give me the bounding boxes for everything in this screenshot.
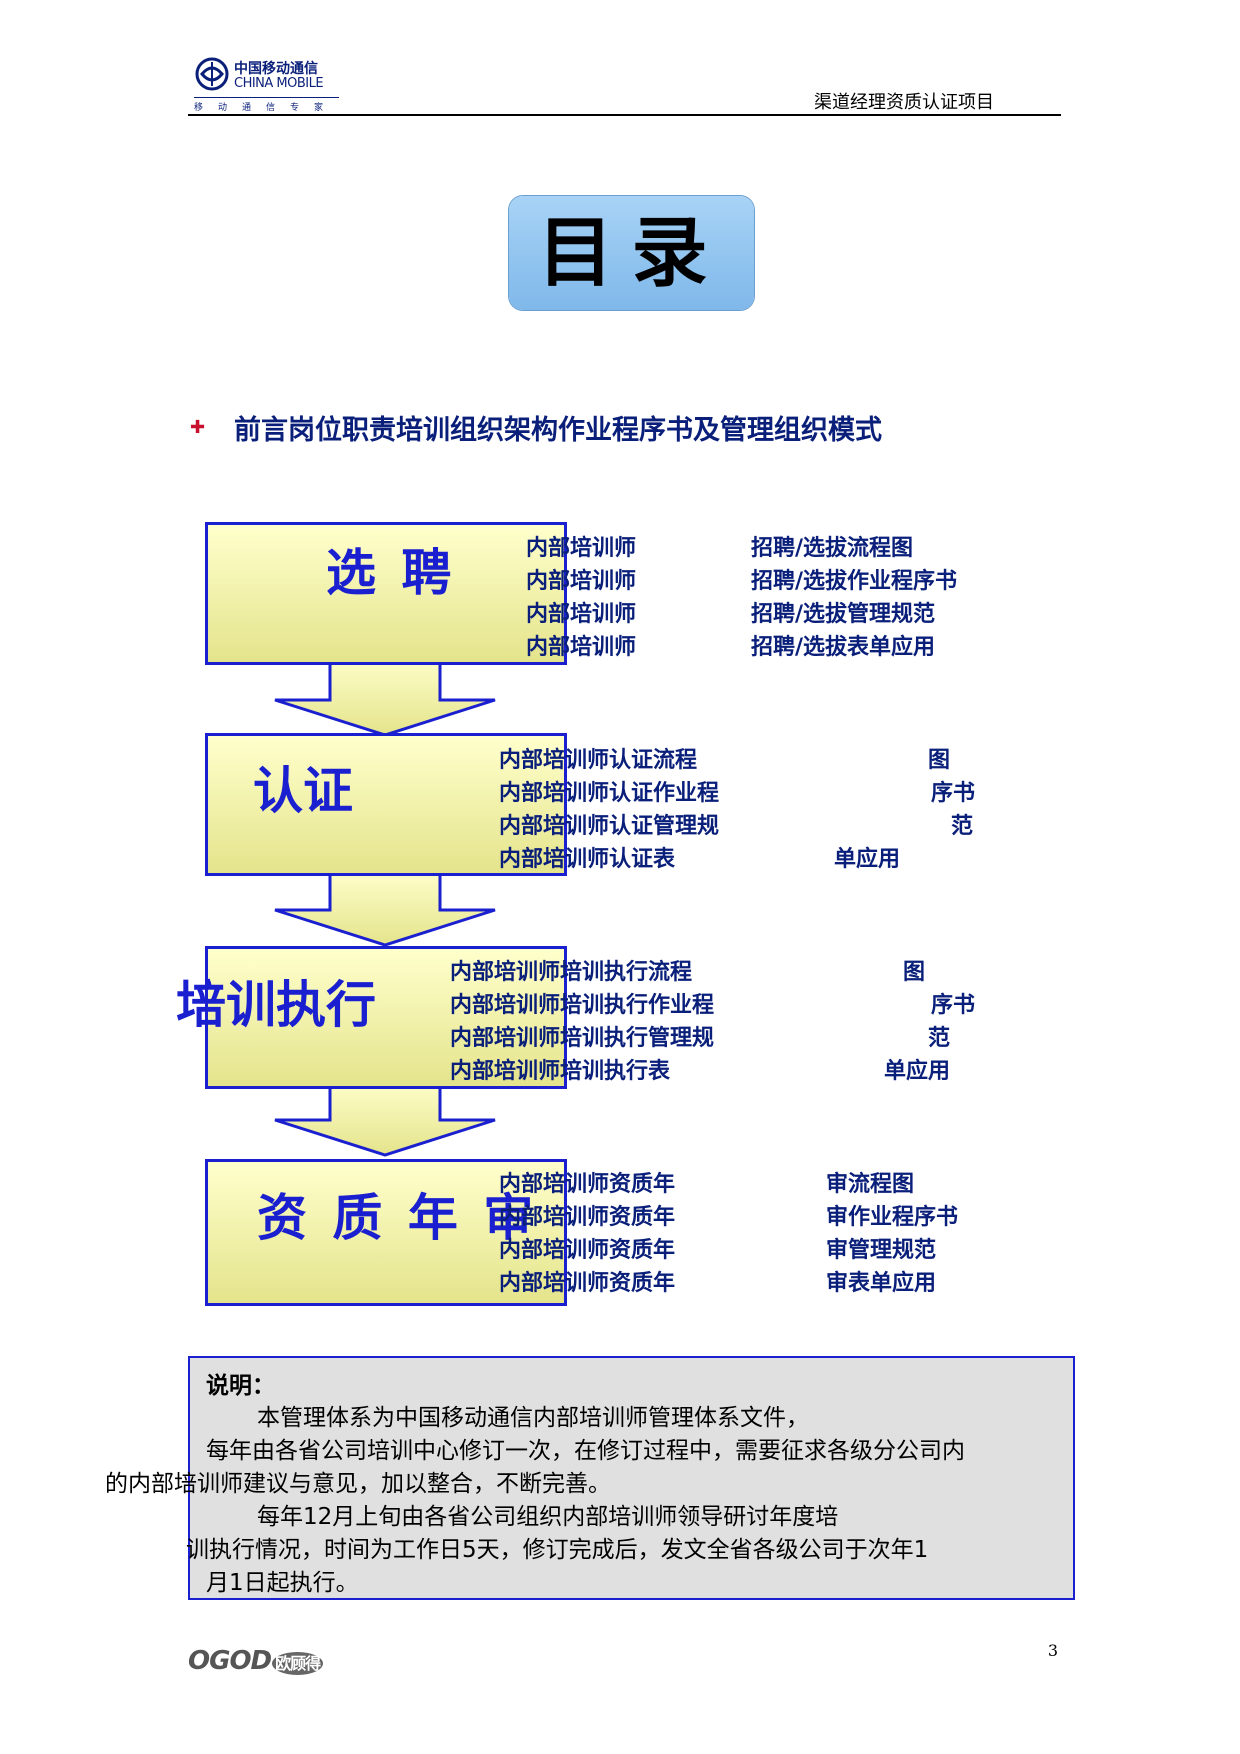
step-label-recruit: 选 聘 bbox=[326, 544, 456, 602]
list-item: 图 bbox=[927, 748, 950, 773]
list-item: 审流程图 bbox=[826, 1172, 915, 1197]
header-title: 渠道经理资质认证项目 bbox=[814, 92, 994, 113]
step-box-annual-review bbox=[205, 1159, 567, 1306]
step-label-certify: 认证 bbox=[253, 762, 353, 820]
note-line-3: 的内部培训师建议与意见，加以整合，不断完善。 bbox=[105, 1471, 611, 1497]
list-item: 招聘/选拔表单应用 bbox=[751, 635, 936, 660]
list-item: 内部培训师认证作业程 bbox=[499, 781, 720, 806]
list-item: 内部培训师培训执行作业程 bbox=[450, 993, 715, 1018]
list-item: 范 bbox=[950, 814, 973, 839]
list-item: 内部培训师资质年 bbox=[499, 1271, 676, 1296]
list-item: 内部培训师培训执行管理规 bbox=[450, 1026, 715, 1051]
china-mobile-logo-icon bbox=[195, 57, 229, 91]
step-items-right-annual-review: 审流程图 审作业程序书 审管理规范 审表单应用 bbox=[826, 1168, 958, 1300]
step-box-execute bbox=[205, 946, 567, 1089]
step-box-recruit bbox=[205, 522, 567, 665]
step-label-execute: 培训执行 bbox=[176, 976, 376, 1034]
step-label-annual-review: 资 质 年 审 bbox=[257, 1189, 538, 1247]
list-item: 内部培训师培训执行流程 bbox=[450, 960, 693, 985]
list-item: 审表单应用 bbox=[826, 1271, 937, 1296]
list-item: 序书 bbox=[930, 781, 975, 806]
flow-arrow-3 bbox=[274, 1078, 496, 1157]
page-number: 3 bbox=[1047, 1641, 1058, 1660]
toc-title: 目录 bbox=[537, 208, 726, 297]
list-item: 内部培训师认证管理规 bbox=[499, 814, 720, 839]
step-box-certify bbox=[205, 733, 567, 876]
list-item: 内部培训师 bbox=[526, 635, 637, 660]
list-item: 审作业程序书 bbox=[826, 1205, 959, 1230]
step-items-right-execute: 图 序书 范 单应用 bbox=[825, 956, 975, 1088]
list-item: 范 bbox=[927, 1026, 950, 1051]
china-mobile-logo: 中国移动通信 CHINA MOBILE 移动通信专家 bbox=[194, 56, 339, 114]
list-item: 内部培训师 bbox=[526, 602, 637, 627]
intro-line: 前言岗位职责培训组织架构作业程序书及管理组织模式 bbox=[234, 415, 882, 446]
logo-en-text: CHINA MOBILE bbox=[234, 76, 324, 91]
list-item: 招聘/选拔流程图 bbox=[751, 536, 914, 561]
list-item: 内部培训师资质年 bbox=[499, 1205, 676, 1230]
ogod-logo-cn: 欧顾得 bbox=[272, 1652, 324, 1675]
list-item: 图 bbox=[902, 960, 925, 985]
toc-title-box: 目录 bbox=[509, 196, 754, 310]
list-item: 单应用 bbox=[833, 847, 900, 872]
note-box bbox=[188, 1356, 1075, 1600]
list-item: 内部培训师 bbox=[526, 536, 637, 561]
note-line-5: 训执行情况，时间为工作日5天，修订完成后，发文全省各级公司于次年1 bbox=[186, 1537, 929, 1563]
list-item: 内部培训师培训执行表 bbox=[450, 1059, 671, 1084]
note-line-2: 每年由各省公司培训中心修订一次，在修订过程中，需要征求各级分公司内 bbox=[206, 1438, 965, 1464]
flow-arrow-1 bbox=[274, 655, 496, 737]
list-item: 内部培训师资质年 bbox=[499, 1238, 676, 1263]
list-item: 内部培训师认证流程 bbox=[499, 748, 698, 773]
note-heading: 说明： bbox=[206, 1373, 275, 1399]
step-items-left-execute: 内部培训师培训执行流程 内部培训师培训执行作业程 内部培训师培训执行管理规 内部… bbox=[450, 956, 714, 1088]
list-item: 内部培训师认证表 bbox=[499, 847, 676, 872]
note-line-6: 月1日起执行。 bbox=[206, 1570, 359, 1596]
list-item: 招聘/选拔管理规范 bbox=[751, 602, 936, 627]
logo-rule bbox=[194, 97, 339, 98]
list-item: 审管理规范 bbox=[826, 1238, 937, 1263]
list-item: 序书 bbox=[930, 993, 975, 1018]
step-items-left-certify: 内部培训师认证流程 内部培训师认证作业程 内部培训师认证管理规 内部培训师认证表 bbox=[499, 744, 719, 876]
list-item: 招聘/选拔作业程序书 bbox=[751, 569, 958, 594]
flow-arrow-2 bbox=[274, 868, 496, 947]
step-items-right-recruit: 招聘/选拔流程图 招聘/选拔作业程序书 招聘/选拔管理规范 招聘/选拔表单应用 bbox=[751, 532, 957, 664]
note-line-4: 每年12月上旬由各省公司组织内部培训师领导研讨年度培 bbox=[257, 1504, 839, 1530]
header-rule bbox=[188, 114, 1061, 116]
list-item: 内部培训师资质年 bbox=[499, 1172, 676, 1197]
logo-tagline: 移动通信专家 bbox=[194, 103, 339, 113]
step-items-right-certify: 图 序书 范 单应用 bbox=[825, 744, 975, 876]
step-items-left-annual-review: 内部培训师资质年 内部培训师资质年 内部培训师资质年 内部培训师资质年 bbox=[499, 1168, 675, 1300]
step-items-left-recruit: 内部培训师 内部培训师 内部培训师 内部培训师 bbox=[526, 532, 636, 664]
bullet-icon: ✚ bbox=[190, 417, 206, 438]
note-line-1: 本管理体系为中国移动通信内部培训师管理体系文件， bbox=[257, 1405, 809, 1431]
list-item: 单应用 bbox=[883, 1059, 950, 1084]
logo-cn-text: 中国移动通信 bbox=[234, 61, 318, 77]
flow-arrows bbox=[274, 655, 496, 1157]
list-item: 内部培训师 bbox=[526, 569, 637, 594]
ogod-logo-text: OGOD bbox=[188, 1646, 272, 1676]
